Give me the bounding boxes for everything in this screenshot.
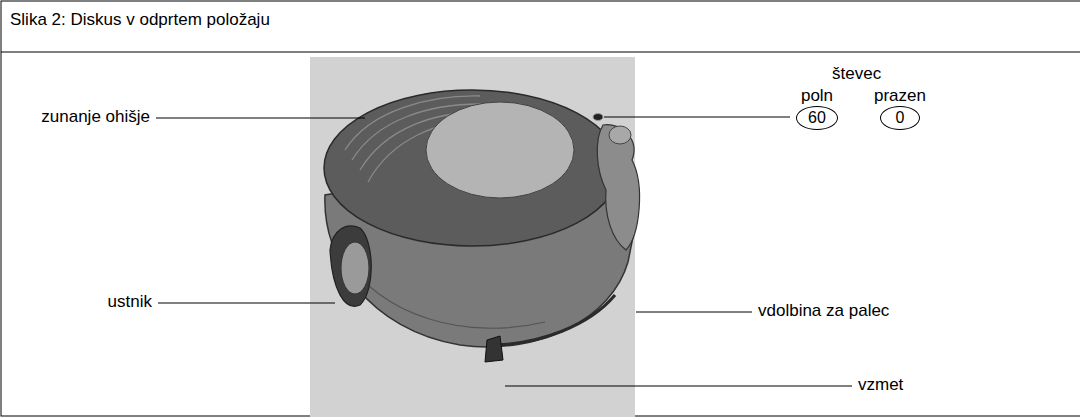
counter-heading: poln [801,86,833,106]
counter-reading: prazen0 [874,86,926,130]
part-label: ustnik [108,292,152,312]
part-label: števec [832,64,881,84]
counter-value: 60 [796,106,838,130]
figure-title: Slika 2: Diskus v odprtem položaju [10,10,270,30]
counter-heading: prazen [874,86,926,106]
counter-value: 0 [880,106,920,130]
counter-reading: poln60 [796,86,838,130]
header-rule [1,52,1080,53]
part-label: vzmet [858,375,903,395]
part-label: vdolbina za palec [758,301,889,321]
leader-lines [156,117,852,386]
diskus-device [324,90,640,362]
part-label: zunanje ohišje [41,107,150,127]
